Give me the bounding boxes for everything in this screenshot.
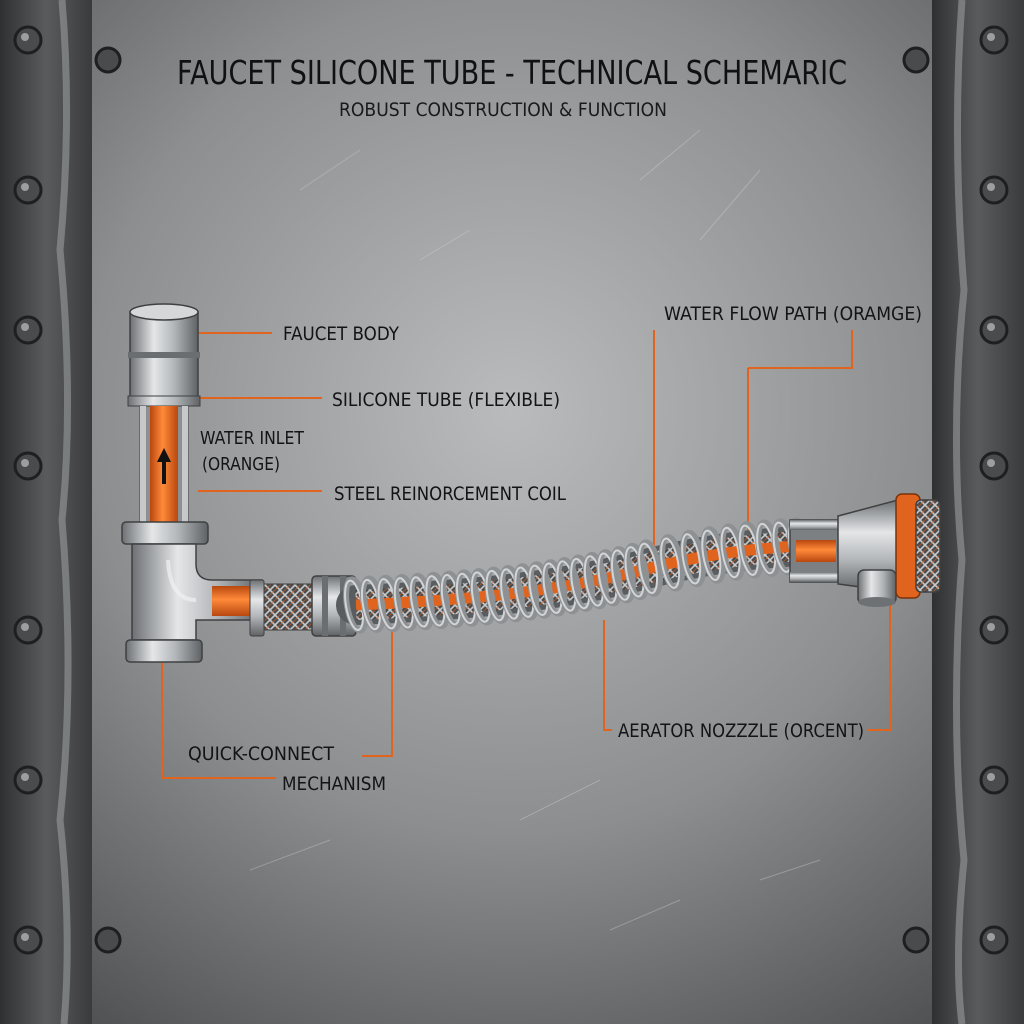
right-rail [932,0,1024,1024]
rivet-highlight [21,183,29,191]
rivet [13,615,43,645]
leader-lines [161,330,891,779]
rivet-highlight [21,623,29,631]
rivet [902,46,930,74]
quick-connect-mechanism [263,575,357,637]
coil-ring-highlight [681,533,702,585]
rivet-group [13,25,1009,955]
scratch-texture [249,129,821,931]
coil-ring-highlight [701,529,722,581]
rivet [902,926,930,954]
rivet [13,315,43,345]
leader-aerator-a [603,620,612,731]
left-weld-seam [56,0,72,1024]
rivet [13,765,43,795]
rivet [979,615,1009,645]
faucet-body [127,303,201,407]
leader-quick-connect [161,660,276,779]
page-subtitle: ROBUST CONSTRUCTION & FUNCTION [339,99,667,121]
coil-ring-highlight [720,526,741,579]
rivet [13,925,43,955]
rivet [13,175,43,205]
rivet-highlight [21,33,29,41]
rivet-highlight [987,323,995,331]
label-quick-connect: QUICK-CONNECT [188,743,334,765]
aerator-nozzle [789,493,941,607]
page-title: FAUCET SILICONE TUBE - TECHNICAL SCHEMAR… [177,53,847,92]
rivet [13,25,43,55]
flow-arrow-icon [157,448,171,462]
rivet-highlight [987,773,995,781]
leader-water-flow-b [748,330,853,369]
label-silicone-tube: SILICONE TUBE (FLEXIBLE) [332,389,560,411]
rivet-highlight [987,183,995,191]
rivet-highlight [21,773,29,781]
rivet [979,451,1009,481]
rivet-highlight [987,623,995,631]
rivet [979,25,1009,55]
label-aerator-nozzle: AERATOR NOZZZLE (ORCENT) [618,720,864,742]
rivet [979,765,1009,795]
label-faucet-body: FAUCET BODY [283,323,399,345]
water-inlet-tube [139,405,189,527]
rivet [979,925,1009,955]
coil-ring-highlight [638,542,659,595]
rivet [979,315,1009,345]
label-water-inlet: WATER INLET [200,428,305,449]
rivet [94,926,122,954]
rivet-highlight [21,933,29,941]
label-steel-coil: STEEL REINORCEMENT COIL [334,483,566,505]
rivet [13,451,43,481]
left-rail [0,0,92,1024]
right-weld-seam [952,0,968,1024]
rivet-highlight [987,459,995,467]
rivet [94,46,122,74]
label-quick-connect-mechanism: MECHANISM [282,773,386,795]
rivet-highlight [21,323,29,331]
label-water-flow-path: WATER FLOW PATH (ORAMGE) [664,303,922,325]
horizontal-pipe [212,579,265,637]
rivet-highlight [21,459,29,467]
rivet-highlight [987,33,995,41]
rivet-highlight [987,933,995,941]
leader-quick-connect-2 [362,630,393,757]
rivet [979,175,1009,205]
leader-aerator-b [868,604,891,731]
label-water-inlet-color: (ORANGE) [202,454,280,475]
coil-ring-highlight [660,537,681,589]
